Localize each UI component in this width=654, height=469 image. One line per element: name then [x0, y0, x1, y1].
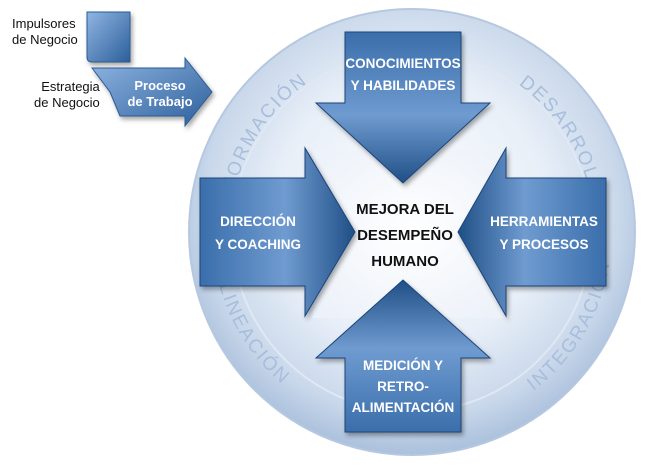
estrategia-label: Estrategia de Negocio: [34, 79, 100, 111]
arrow-right-line1: HERRAMIENTAS: [490, 214, 598, 229]
arrow-right: [457, 146, 607, 318]
process-arrow: [91, 56, 213, 128]
arrow-top-line1: CONOCIMIENTOS: [345, 56, 460, 71]
center-line2: DESEMPEÑO: [357, 226, 453, 244]
impulsores-label-line1: Impulsores: [12, 16, 76, 31]
arrow-top: [314, 31, 492, 184]
arrow-bottom-line3: ALIMENTACIÓN: [352, 400, 455, 415]
arrow-right-line2: Y PROCESOS: [499, 237, 588, 252]
center-diamond: [312, 150, 512, 318]
impulsores-label-line2: de Negocio: [12, 32, 78, 47]
arrow-left-line1: DIRECCIÓN: [220, 214, 296, 229]
estrategia-label-line2: de Negocio: [34, 95, 100, 110]
process-arrow-line2: de Trabajo: [127, 94, 192, 109]
arrow-bottom: [314, 279, 492, 433]
process-arrow-line1: Proceso: [134, 78, 185, 93]
impulsores-block: [86, 11, 131, 63]
impulsores-label: Impulsores de Negocio: [12, 16, 78, 48]
arrow-top-line2: Y HABILIDADES: [351, 78, 456, 93]
center-line1: MEJORA DEL: [356, 201, 454, 218]
arrow-bottom-line2: RETRO-: [377, 379, 429, 394]
arrow-left: [199, 146, 356, 318]
center-line3: HUMANO: [371, 253, 439, 270]
estrategia-label-line1: Estrategia: [41, 79, 100, 94]
arrow-left-line2: Y COACHING: [215, 237, 301, 252]
arrow-bottom-line1: MEDICIÓN Y: [363, 358, 443, 373]
